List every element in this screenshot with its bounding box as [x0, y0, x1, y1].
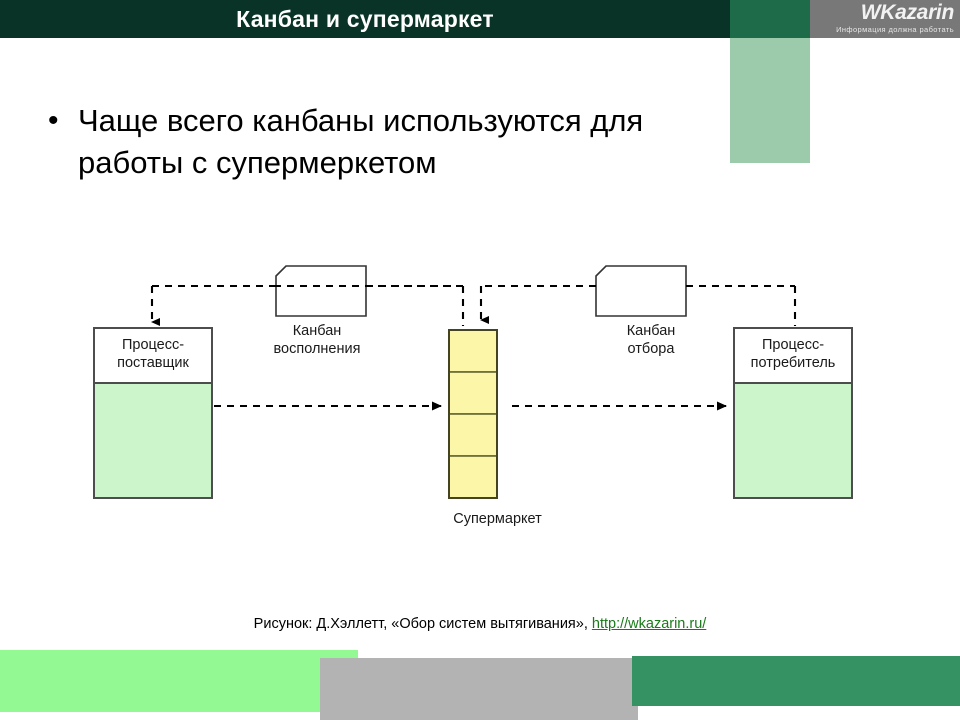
bullet-list: • Чаще всего канбаны используются для ра…: [48, 100, 718, 184]
footer-bar-dark-green: [632, 656, 960, 706]
bullet-text: Чаще всего канбаны используются для рабо…: [78, 103, 644, 180]
supermarket-stack: [448, 329, 498, 499]
footer-bar-green: [0, 650, 358, 712]
supplier-process-box: [93, 327, 213, 499]
footer-bar-gray: [320, 658, 638, 720]
list-item: • Чаще всего канбаны используются для ра…: [48, 100, 718, 184]
figure-caption: Рисунок: Д.Хэллетт, «Обор систем вытягив…: [0, 616, 960, 632]
logo-wordmark: WKazarin: [860, 1, 955, 24]
header-bar: [0, 0, 730, 38]
caption-text: Рисунок: Д.Хэллетт, «Обор систем вытягив…: [253, 616, 592, 632]
header-side-accent-block: [730, 38, 810, 163]
supplier-process-label: Процесс- поставщик: [117, 337, 189, 371]
bullet-marker-icon: •: [48, 104, 59, 137]
logo-tagline: Информация должна работать: [836, 25, 954, 34]
kanban-replenishment-card: [275, 265, 367, 317]
logo-background: [810, 0, 960, 38]
consumer-process-label: Процесс- потребитель: [750, 337, 836, 371]
kanban-withdrawal-card: [595, 265, 687, 317]
source-link[interactable]: http://wkazarin.ru/: [591, 616, 707, 632]
kanban-replenishment-label: Канбан восполнения: [273, 323, 361, 357]
kanban-withdrawal-label: Канбан отбора: [626, 323, 676, 357]
page-title: Канбан и супермаркет: [236, 6, 494, 32]
header-accent-block: [730, 0, 810, 38]
diagram-connectors: [150, 284, 797, 411]
supermarket-label: Супермаркет: [453, 511, 542, 527]
consumer-process-box: [733, 327, 853, 499]
